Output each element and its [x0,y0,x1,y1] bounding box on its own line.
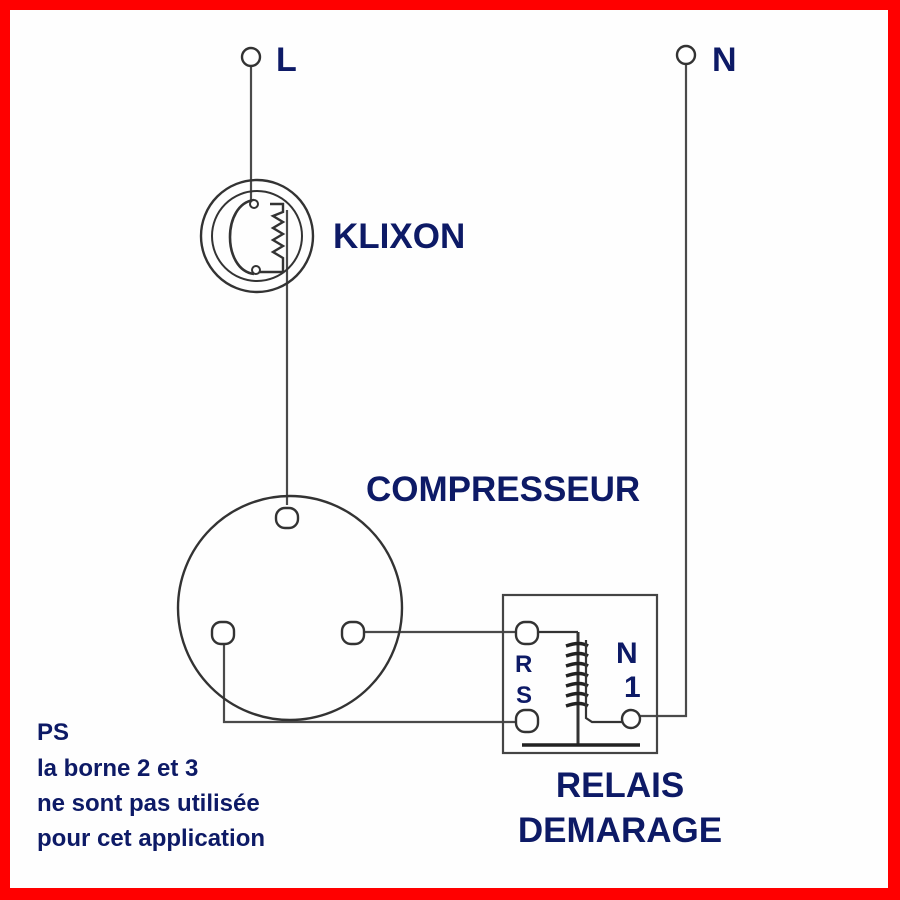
note-line-4: pour cet application [37,825,265,852]
wire-n-to-relay [640,64,688,718]
note-line-3: ne sont pas utilisée [37,790,260,817]
note-line-1: PS [37,719,69,746]
note-line-2: la borne 2 et 3 [37,755,198,782]
klixon-symbol [199,178,315,294]
terminal-n-label: N [712,41,737,79]
terminal-l-label: L [276,41,297,79]
compressor-terminal-s [210,620,236,646]
compressor-label: COMPRESSEUR [366,470,640,509]
relay-s-label: S [516,682,532,709]
terminal-l [240,46,262,68]
relay-terminal-r [514,620,540,646]
compressor-symbol [176,494,404,722]
start-relay-symbol [501,593,659,755]
relay-label-line1: RELAIS [556,766,684,805]
relay-r-label: R [515,651,532,678]
wire-compressor-to-relay-s [222,644,518,724]
terminal-n [675,44,697,66]
relay-n-label: N [616,637,638,670]
compressor-terminal-r [340,620,366,646]
relay-terminal-1 [620,708,642,730]
relay-1-label: 1 [624,671,641,704]
wires [222,64,688,724]
klixon-label: KLIXON [333,217,465,256]
relay-terminal-s [514,708,540,734]
note-block: PS la borne 2 et 3 ne sont pas utilisée … [37,719,265,852]
compressor-terminal-c [274,506,300,530]
relay-label-line2: DEMARAGE [518,811,722,850]
